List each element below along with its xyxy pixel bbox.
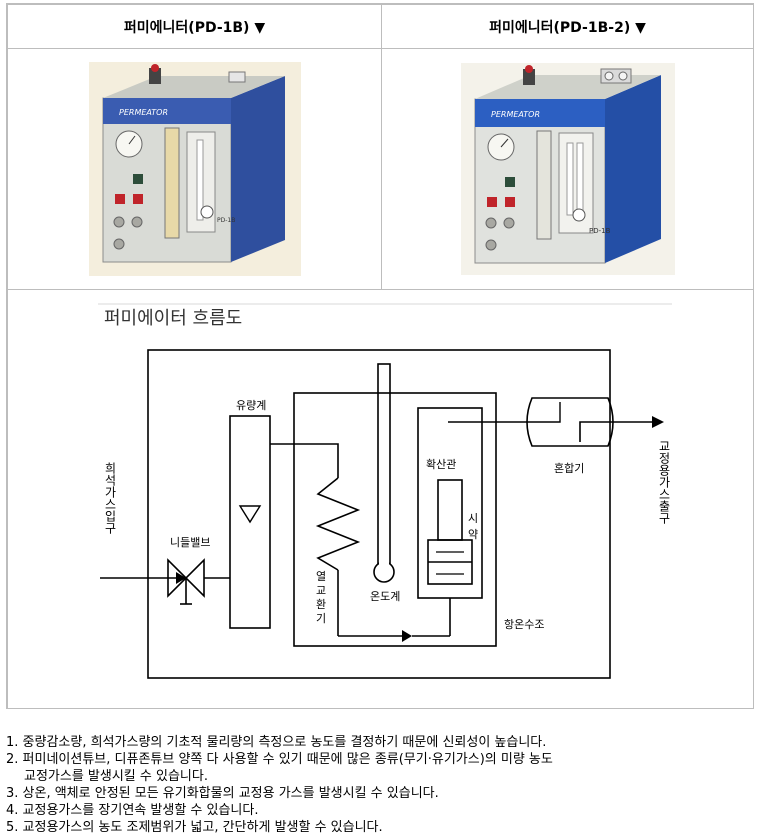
flow-diagram: 퍼미에이터 흐름도 유량계 니들밸브: [98, 303, 672, 679]
mixer-label: 혼합기: [554, 462, 584, 475]
panel-logo: PERMEATOR: [491, 110, 540, 119]
photo-cell-pd-1b: PERMEATOR PD-1B: [7, 48, 382, 290]
thermostat-bath-label: 항온수조: [504, 618, 544, 631]
flowmeter-label: 유량계: [236, 399, 266, 412]
note-item: 4. 교정용가스를 장기연속 발생할 수 있습니다.: [6, 803, 259, 818]
svg-text:열: 열: [316, 570, 326, 583]
logo-icon: [572, 208, 585, 222]
feature-notes: 1. 중량감소량, 희석가스량의 기초적 물리량의 측정으로 농도를 결정하기 …: [6, 734, 756, 836]
photo-cell-pd-1b-2: PERMEATOR PD-1B: [381, 48, 754, 290]
product-name: 퍼미에니터(PD-1B-2) ▼: [489, 19, 646, 36]
thermostat-bath-box: [293, 392, 497, 647]
note-item: 5. 교정용가스의 농도 조제범위가 넓고, 간단하게 발생할 수 있습니다.: [6, 820, 383, 835]
note-item: 교정가스를 발생시킬 수 있습니다.: [24, 769, 208, 784]
panel-logo: PERMEATOR: [119, 108, 168, 117]
inlet-arrow-icon: [176, 572, 186, 584]
product-header-pd-1b[interactable]: 퍼미에니터(PD-1B) ▼: [7, 4, 382, 49]
product-header-pd-1b-2[interactable]: 퍼미에니터(PD-1B-2) ▼: [381, 4, 754, 49]
product-table: 퍼미에니터(PD-1B) ▼ 퍼미에니터(PD-1B-2) ▼ PERMEATO…: [6, 3, 754, 709]
mixer: [526, 397, 614, 447]
needle-valve-icon: [167, 558, 205, 598]
flowmeter: [229, 415, 271, 629]
svg-text:시: 시: [468, 512, 478, 525]
diagram-title: 퍼미에이터 흐름도: [104, 308, 242, 329]
note-item: 1. 중량감소량, 희석가스량의 기초적 물리량의 측정으로 농도를 결정하기 …: [6, 735, 547, 750]
heat-exchanger-label: 열 교 환 기: [316, 570, 326, 625]
model-label: PD-1B: [589, 227, 611, 235]
svg-text:기: 기: [316, 612, 326, 625]
heat-exchanger-coil-icon: [315, 477, 361, 571]
diffusion-tube: [437, 479, 463, 541]
product-photo-pd-1b: PERMEATOR PD-1B: [88, 62, 301, 276]
flow-arrow-icon: [402, 630, 412, 642]
logo-icon: [200, 205, 213, 219]
svg-text:교: 교: [316, 584, 326, 597]
model-label: PD-1B: [217, 217, 235, 224]
note-item: 2. 퍼미네이션튜브, 디퓨존튜브 양쪽 다 사용할 수 있기 때문에 많은 종…: [6, 752, 553, 767]
product-photo-pd-1b-2: PERMEATOR PD-1B: [460, 63, 675, 275]
product-name: 퍼미에니터(PD-1B) ▼: [123, 19, 266, 36]
outlet-arrow-icon: [652, 416, 664, 428]
svg-text:약: 약: [468, 527, 478, 541]
svg-text:환: 환: [316, 598, 326, 611]
outer-enclosure: [147, 349, 611, 679]
thermometer-label: 온도계: [370, 590, 400, 603]
thermometer: [377, 363, 391, 565]
flow-diagram-cell: 퍼미에이터 흐름도 유량계 니들밸브: [7, 289, 754, 709]
diffusion-tube-label: 확산관: [426, 458, 456, 471]
needle-valve-label: 니들밸브: [170, 536, 210, 549]
dilution-gas-inlet-label: 희석가스입구: [103, 462, 117, 534]
calibration-gas-outlet-label: 교정용가스출구: [657, 440, 671, 524]
note-item: 3. 상온, 액체로 안정된 모든 유기화합물의 교정용 가스를 발생시킬 수 …: [6, 786, 439, 801]
sample-label: 시 약: [468, 512, 478, 541]
flowmeter-float-icon: [238, 505, 262, 524]
